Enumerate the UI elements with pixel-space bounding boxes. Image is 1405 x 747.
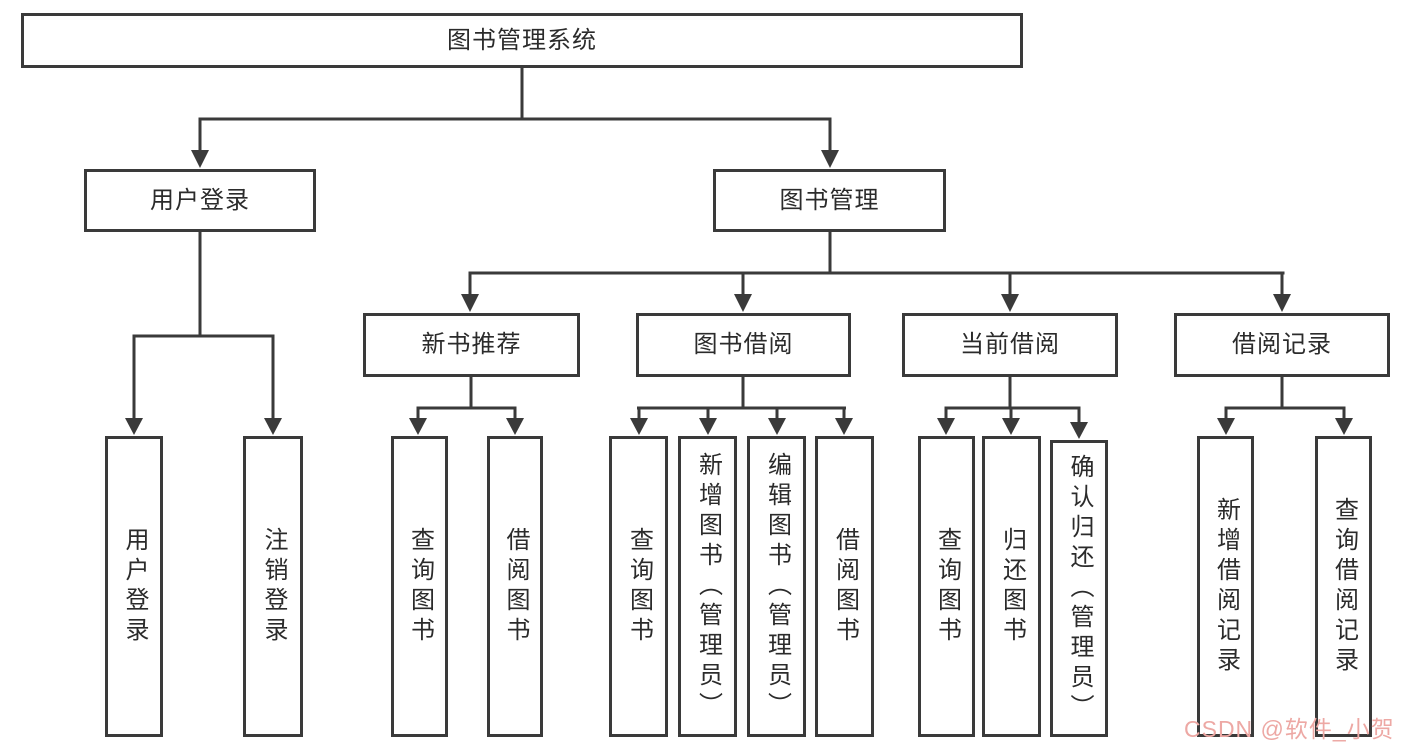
leaf-current-query-book: 查询图书	[918, 436, 975, 737]
node-book-management: 图书管理	[713, 169, 946, 232]
leaf-borrow-add-book-admin: 新增图书（管理员）	[678, 436, 737, 737]
node-root: 图书管理系统	[21, 13, 1023, 68]
node-borrow-records: 借阅记录	[1174, 313, 1390, 377]
node-new-book-recommend: 新书推荐	[363, 313, 580, 377]
leaf-current-return-book: 归还图书	[982, 436, 1041, 737]
leaf-current-confirm-return-admin: 确认归还（管理员）	[1050, 440, 1108, 737]
node-current-borrow: 当前借阅	[902, 313, 1118, 377]
node-user-login: 用户登录	[84, 169, 316, 232]
leaf-records-query-record: 查询借阅记录	[1315, 436, 1372, 737]
arrowheads	[125, 150, 1353, 439]
leaf-borrow-borrow-book: 借阅图书	[815, 436, 874, 737]
leaf-newbook-borrow-book: 借阅图书	[487, 436, 543, 737]
node-book-borrow: 图书借阅	[636, 313, 851, 377]
leaf-records-add-record: 新增借阅记录	[1197, 436, 1254, 737]
leaf-borrow-edit-book-admin: 编辑图书（管理员）	[747, 436, 806, 737]
leaf-newbook-query-book: 查询图书	[391, 436, 448, 737]
leaf-logout-login: 注销登录	[243, 436, 303, 737]
leaf-borrow-query-book: 查询图书	[609, 436, 668, 737]
leaf-user-login: 用户登录	[105, 436, 163, 737]
